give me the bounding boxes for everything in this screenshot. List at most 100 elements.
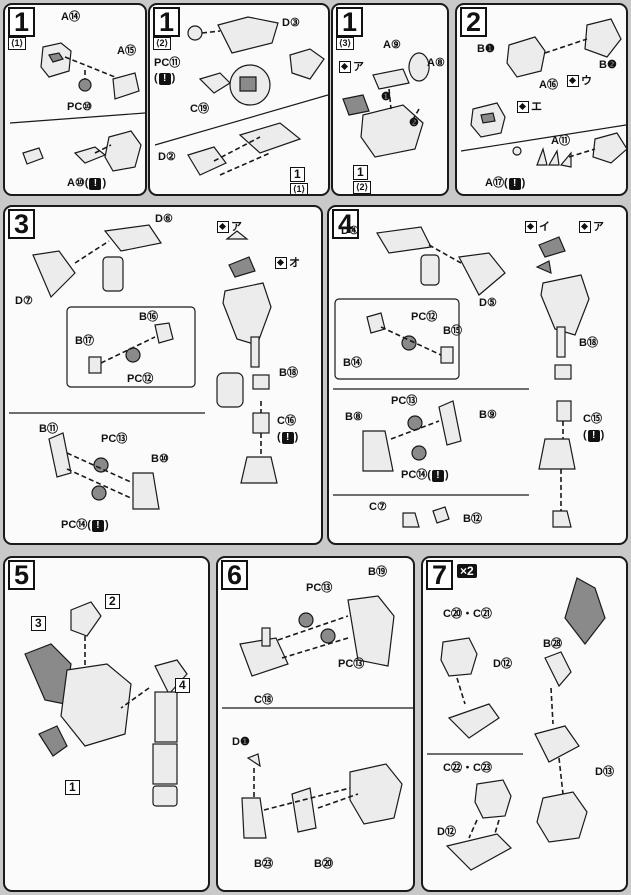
step-1-3-panel: 1 ⟨3⟩ ア A⑨ A⑧ ❶ ❷ 1 ⟨2⟩: [331, 3, 449, 196]
part-label: B❷: [599, 59, 617, 71]
exclamation-warning-icon: !: [431, 470, 444, 482]
step-3-panel: 3 D⑥ D⑦ B⑯ B⑰ PC⑫ ア オ B⑱ C⑯ (!) B⑪: [3, 205, 323, 545]
part-label: PC⑬: [391, 395, 418, 407]
seal-label: イ: [539, 221, 550, 233]
part-label: D❶: [232, 736, 250, 748]
part-label: PC⑫: [411, 311, 438, 323]
seal-label: エ: [531, 101, 542, 113]
step-number: 1: [153, 7, 181, 37]
warning-label: PC⑭(!): [61, 519, 109, 532]
part-label: PC⑩: [67, 101, 93, 113]
seal-marking-icon: [339, 61, 351, 73]
part-label: C⑯: [277, 415, 296, 427]
step-3-diagram: [9, 224, 278, 510]
part-label: B⑨: [479, 409, 497, 421]
part-label: B⑭: [343, 357, 362, 369]
part-label: B㉓: [254, 858, 273, 870]
part-label: B㉘: [543, 638, 562, 650]
warning-label: (!): [277, 431, 299, 444]
exclamation-warning-icon: !: [508, 178, 521, 190]
part-label: PC⑬: [306, 582, 333, 594]
part-label: B⑱: [279, 367, 298, 379]
step-1-2-diagram: [154, 16, 328, 176]
step-reference: 3: [31, 616, 46, 631]
part-label: A⑯: [539, 79, 558, 91]
quantity-badge: ×2: [457, 564, 477, 578]
step-number: 7: [426, 560, 454, 590]
part-label: D④: [341, 225, 359, 237]
seal-marking-icon: [525, 221, 537, 233]
exclamation-warning-icon: !: [587, 430, 600, 442]
step-7-diagram: [427, 577, 606, 871]
part-label: PC⑫: [127, 373, 154, 385]
step-5-diagram: [24, 601, 188, 807]
part-label: D⑤: [479, 297, 497, 309]
step-number: 5: [8, 560, 36, 590]
warning-label: A⑩(!): [67, 177, 107, 190]
part-label: A⑮: [117, 45, 136, 57]
order-marker: ❶: [381, 91, 391, 103]
part-label: B⑰: [75, 335, 94, 347]
step-1-1-diagram: [9, 42, 145, 172]
order-marker: ❷: [409, 117, 419, 129]
step-reference: 1: [65, 780, 80, 795]
sub-step-label: ⟨1⟩: [8, 37, 27, 50]
part-label: B⑯: [139, 311, 158, 323]
sub-step-label: ⟨2⟩: [353, 181, 372, 194]
warning-label: (!): [583, 429, 605, 442]
seal-label: ア: [353, 61, 364, 73]
exclamation-warning-icon: !: [281, 432, 294, 444]
step-reference: 4: [175, 678, 190, 693]
seal-label: ウ: [581, 75, 592, 87]
step-6-panel: 6 PC⑬ B⑲ PC⑬ C⑱ D❶ B㉓ B⑳: [216, 556, 415, 892]
seal-label: オ: [289, 257, 300, 269]
sub-step-label: ⟨1⟩: [290, 183, 309, 194]
part-label: A⑭: [61, 11, 80, 23]
part-label: B⑪: [39, 423, 58, 435]
part-label: B⑲: [368, 566, 387, 578]
part-label: PC⑪: [154, 57, 181, 69]
sub-step-label: ⟨2⟩: [153, 37, 172, 50]
step-1-3-diagram: [342, 52, 430, 158]
part-label: C⑳・C㉑: [443, 608, 492, 620]
step-4-panel: 4 D④ D⑤ PC⑫ B⑮ B⑭ イ ア B⑱ B⑧: [327, 205, 628, 545]
seal-marking-icon: [567, 75, 579, 87]
seal-marking-icon: [517, 101, 529, 113]
step-number: 1: [336, 7, 364, 37]
part-label: A⑪: [551, 135, 570, 147]
part-label: D⑬: [595, 766, 614, 778]
part-label: B⑫: [463, 513, 482, 525]
part-label: PC⑬: [101, 433, 128, 445]
part-label: D⑫: [437, 826, 456, 838]
part-label: C⑲: [190, 103, 209, 115]
part-label: C⑱: [254, 694, 273, 706]
part-label: D②: [158, 151, 176, 163]
part-label: PC⑬: [338, 658, 365, 670]
part-label: B⑩: [151, 453, 169, 465]
part-label: C㉒・C㉓: [443, 762, 492, 774]
warning-label: A⑰(!): [485, 177, 526, 190]
part-label: A⑧: [427, 57, 445, 69]
step-4-diagram: [333, 226, 590, 528]
step-number: 3: [8, 209, 36, 239]
seal-marking-icon: [579, 221, 591, 233]
step-1-2-panel: 1 ⟨2⟩ D③ PC⑪ (!) C⑲ D② 1 ⟨1⟩: [148, 3, 330, 196]
step-number: 4: [332, 209, 360, 239]
seal-marking-icon: [275, 257, 287, 269]
part-label: D⑫: [493, 658, 512, 670]
exclamation-warning-icon: !: [158, 73, 171, 85]
part-label: D⑥: [155, 213, 173, 225]
part-label: B⑱: [579, 337, 598, 349]
part-label: B❶: [477, 43, 495, 55]
seal-label: ア: [231, 221, 242, 233]
exclamation-warning-icon: !: [89, 178, 102, 190]
part-label: D③: [282, 17, 300, 29]
part-label: C⑮: [583, 413, 602, 425]
warning-label: (!): [154, 72, 176, 85]
part-label: B⑮: [443, 325, 462, 337]
exclamation-warning-icon: !: [91, 520, 104, 532]
part-label: B⑧: [345, 411, 363, 423]
step-number: 6: [221, 560, 249, 590]
step-6-diagram: [222, 595, 413, 839]
part-label: D⑦: [15, 295, 33, 307]
